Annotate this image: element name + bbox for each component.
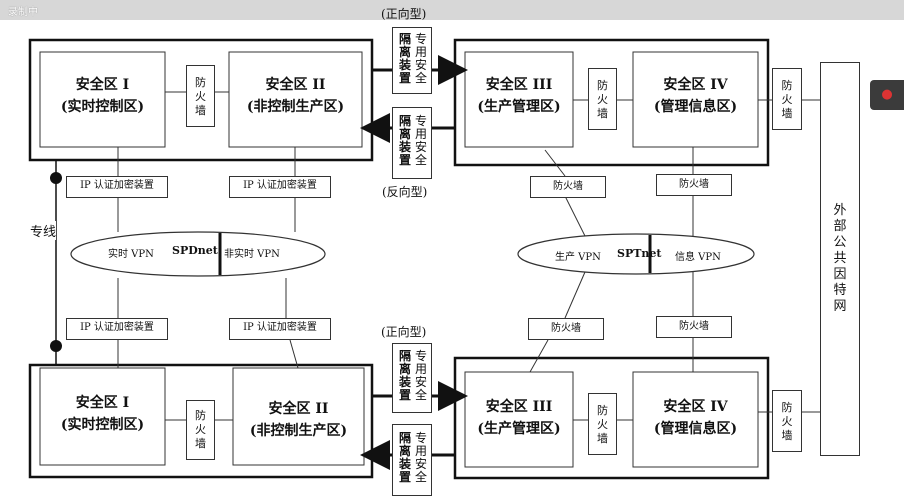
external-internet: 外部公共因特网 [820, 62, 860, 456]
sptnet-info-vpn: 信息 VPN [675, 252, 721, 263]
bottom-zone3: 安全区 III (生产管理区) [465, 396, 573, 440]
top-zone4-subtitle: (管理信息区) [653, 99, 738, 115]
top-zone3-title: 安全区 III [485, 77, 553, 93]
ip-crypto-device-4: IP 认证加密装置 [229, 318, 331, 340]
reverse-label-top: (反向型) [382, 185, 428, 199]
top-zone1-title: 安全区 I [75, 77, 130, 93]
bottom-firewall-b: 防火墙 [588, 393, 617, 455]
bottom-zone1: 安全区 I (实时控制区) [40, 392, 165, 436]
top-firewall-b: 防火墙 [588, 68, 617, 130]
bottom-reverse-isolation: 隔离装置 专用安全 [392, 424, 432, 496]
top-zone2: 安全区 II (非控制生产区) [229, 74, 362, 118]
bottom-firewall-a: 防火墙 [186, 400, 215, 460]
ip-crypto-device-3: IP 认证加密装置 [66, 318, 168, 340]
bottom-zone4-subtitle: (管理信息区) [653, 421, 738, 437]
top-zone2-title: 安全区 II [265, 77, 326, 93]
top-zone3: 安全区 III (生产管理区) [465, 74, 573, 118]
record-icon[interactable]: ● [870, 80, 904, 110]
bottom-zone4: 安全区 IV (管理信息区) [633, 396, 758, 440]
forward-label-bottom: (正向型) [381, 325, 427, 339]
top-zone2-subtitle: (非控制生产区) [246, 99, 345, 115]
top-zone4-title: 安全区 IV [663, 77, 728, 93]
bottom-zone2: 安全区 II (非控制生产区) [233, 398, 364, 442]
mid-firewall-upper-left: 防火墙 [530, 176, 606, 198]
bottom-zone2-title: 安全区 II [268, 401, 329, 417]
recording-bar: 录制中 [0, 0, 904, 20]
spdnet-label: SPDnet [172, 244, 218, 257]
forward-label-top: (正向型) [381, 7, 427, 21]
dedicated-line-label: 专线 [30, 221, 57, 240]
mid-firewall-lower-left: 防火墙 [528, 318, 604, 340]
bottom-forward-isolation: 隔离装置 专用安全 [392, 343, 432, 413]
external-internet-label: 外部公共因特网 [833, 203, 847, 314]
top-zone1-subtitle: (实时控制区) [60, 99, 145, 115]
ip-crypto-device-1: IP 认证加密装置 [66, 176, 168, 198]
top-firewall-c: 防火墙 [772, 68, 802, 130]
mid-firewall-upper-right: 防火墙 [656, 174, 732, 196]
bottom-zone3-title: 安全区 III [485, 399, 553, 415]
spdnet-nonrealtime-vpn: 非实时 VPN [224, 249, 280, 260]
recording-caption: 录制中 [8, 7, 38, 18]
ip-crypto-device-2: IP 认证加密装置 [229, 176, 331, 198]
bottom-zone1-subtitle: (实时控制区) [60, 417, 145, 433]
top-zone4: 安全区 IV (管理信息区) [633, 74, 758, 118]
bottom-zone3-subtitle: (生产管理区) [477, 421, 561, 437]
sptnet-label: SPTnet [617, 247, 662, 260]
top-zone3-subtitle: (生产管理区) [477, 99, 561, 115]
bottom-zone4-title: 安全区 IV [663, 399, 728, 415]
top-zone1: 安全区 I (实时控制区) [40, 74, 165, 118]
top-firewall-a: 防火墙 [186, 65, 215, 127]
mid-firewall-lower-right: 防火墙 [656, 316, 732, 338]
sptnet-production-vpn: 生产 VPN [555, 252, 601, 263]
bottom-firewall-c: 防火墙 [772, 390, 802, 452]
spdnet-realtime-vpn: 实时 VPN [108, 249, 154, 260]
bottom-zone1-title: 安全区 I [75, 395, 130, 411]
top-forward-isolation: 隔离装置 专用安全 [392, 27, 432, 94]
bottom-zone2-subtitle: (非控制生产区) [249, 423, 348, 439]
top-reverse-isolation: 隔离装置 专用安全 [392, 107, 432, 179]
